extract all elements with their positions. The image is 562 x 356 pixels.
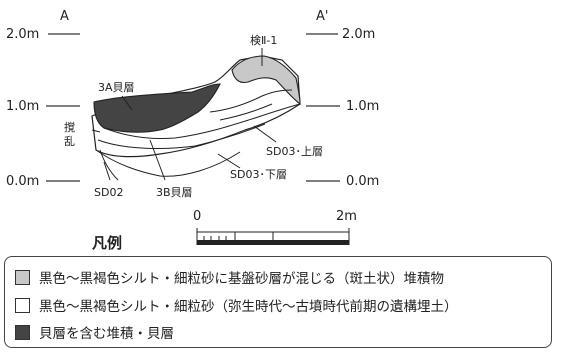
label-shell-3a: 3A貝層 (98, 81, 135, 94)
leader-sd03-lower (217, 153, 241, 169)
stratum-line-4 (209, 89, 293, 113)
elevation-label-right-2m: 2.0m (342, 27, 375, 42)
stratum-line-6 (99, 149, 119, 181)
section-point-a-prime: A' (316, 9, 328, 24)
stratum-line-5 (219, 103, 273, 121)
label-ken-ii-1: 検Ⅱ-1 (250, 33, 277, 47)
legend-title: 凡例 (92, 234, 122, 252)
leader-3a (121, 95, 133, 111)
legend-item-gray: 黒色〜黒褐色シルト・細粒砂に基盤砂層が混じる（斑土状）堆積物 (15, 267, 444, 287)
leader-sd02 (103, 161, 111, 181)
label-disturbed-2: 乱 (64, 135, 75, 148)
stratum-line-1 (103, 103, 301, 139)
strata-lines (95, 89, 301, 181)
label-shell-3b: 3B貝層 (156, 186, 193, 199)
elevation-label-left-2m: 2.0m (6, 27, 39, 42)
elevation-label-left-0m: 0.0m (6, 174, 39, 189)
leader-lines (91, 48, 277, 181)
elevation-label-right-0m: 0.0m (346, 174, 379, 189)
leader-disturbed (91, 129, 101, 133)
legend-text-gray: 黒色〜黒褐色シルト・細粒砂に基盤砂層が混じる（斑土状）堆積物 (39, 271, 444, 287)
label-sd03-lower: SD03･下層 (230, 168, 287, 181)
scale-bar (196, 228, 350, 245)
legend-text-white: 黒色〜黒褐色シルト・細粒砂（弥生時代〜古墳時代前期の遺構埋土） (39, 299, 458, 315)
leader-3b (149, 139, 166, 181)
scale-label-zero: 0 (193, 209, 201, 224)
leader-sd03-upper (253, 125, 277, 143)
legend-item-white: 黒色〜黒褐色シルト・細粒砂（弥生時代〜古墳時代前期の遺構埋土） (15, 295, 458, 315)
section-figure: 2.0m 1.0m 0.0m 2.0m 1.0m 0.0m A A' 検Ⅱ-1 … (6, 9, 379, 252)
elevation-label-right-1m: 1.0m (346, 99, 379, 114)
label-sd02: SD02 (94, 186, 123, 199)
legend-swatch-gray (15, 269, 30, 285)
legend-item-dark: 貝層を含む堆積・貝層 (15, 322, 174, 342)
scale-label-two: 2m (336, 209, 357, 224)
label-disturbed-1: 撹 (64, 120, 75, 134)
stratum-line-2 (97, 123, 266, 149)
stratum-line-3 (95, 149, 241, 177)
scale-bar-base (197, 240, 349, 245)
label-sd03-upper: SD03･上層 (266, 145, 323, 158)
legend-swatch-dark (15, 324, 30, 340)
legend-swatch-white (15, 297, 30, 313)
elevation-label-left-1m: 1.0m (6, 99, 39, 114)
section-point-a: A (60, 9, 69, 24)
legend-text-dark: 貝層を含む堆積・貝層 (39, 326, 174, 342)
legend-box: 黒色〜黒褐色シルト・細粒砂に基盤砂層が混じる（斑土状）堆積物 黒色〜黒褐色シルト… (4, 256, 552, 348)
